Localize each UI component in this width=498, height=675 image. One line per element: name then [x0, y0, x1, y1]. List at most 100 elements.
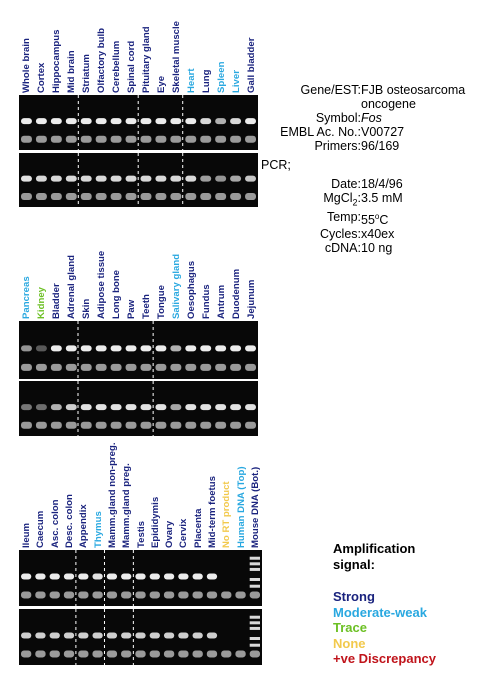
ladder-band — [249, 615, 260, 619]
gene-label: Gene/EST: — [300, 83, 361, 97]
product-band — [63, 573, 75, 580]
product-band — [245, 404, 256, 411]
primer-band — [230, 192, 242, 200]
primer-band — [249, 650, 260, 658]
product-band — [206, 573, 218, 580]
lane-label: Human DNA (Top) — [235, 466, 247, 548]
gel-svg — [19, 153, 258, 207]
lane-label: Spleen — [215, 61, 227, 93]
primer-band — [155, 192, 167, 200]
product-band — [155, 175, 167, 182]
gel-image-top-3 — [19, 550, 262, 606]
product-band — [140, 345, 152, 352]
lane-label: Jejunum — [245, 279, 257, 319]
gene-value: FJB osteosarcoma — [361, 83, 466, 97]
lane-label: Skeletal muscle — [170, 21, 182, 93]
primer-band — [200, 135, 212, 143]
product-band — [80, 175, 92, 182]
primer-band — [35, 421, 47, 429]
primer-band — [140, 192, 152, 200]
product-band — [185, 118, 197, 125]
product-band — [21, 175, 32, 182]
product-band — [95, 175, 107, 182]
product-band — [80, 118, 92, 125]
cycles-value: x40ex — [361, 226, 395, 241]
product-band — [80, 345, 92, 352]
product-band — [50, 404, 62, 411]
product-band — [35, 632, 46, 639]
product-band — [178, 632, 189, 639]
product-band — [80, 404, 92, 411]
product-band — [155, 345, 167, 352]
primer-band — [149, 591, 160, 599]
ladder-band — [249, 643, 260, 647]
primer-band — [21, 135, 32, 143]
product-band — [163, 573, 175, 580]
gel-svg — [19, 609, 262, 665]
product-band — [125, 175, 137, 182]
primer-band — [125, 363, 137, 371]
primer-band — [206, 591, 218, 599]
ladder-band — [249, 621, 260, 625]
primer-band — [135, 650, 146, 658]
lane-label: Bladder — [51, 283, 63, 319]
product-band — [185, 175, 197, 182]
gel-svg — [19, 95, 258, 150]
primer-band — [35, 650, 46, 658]
lane-label: Cervix — [178, 518, 190, 548]
legend-moderate: Moderate-weak — [333, 604, 427, 620]
temp-value: 55oC — [361, 211, 389, 227]
lane-label: Appendix — [78, 504, 90, 548]
product-band — [121, 632, 132, 639]
product-band — [215, 175, 227, 182]
lane-label: Adipose tissue — [96, 250, 108, 319]
product-band — [170, 118, 182, 125]
product-band — [155, 404, 167, 411]
product-band — [170, 175, 182, 182]
embl-label: EMBL Ac. No.: — [280, 125, 361, 139]
symbol-label: Symbol: — [315, 111, 361, 125]
product-band — [125, 118, 137, 125]
mgcl2-label: MgCl2: — [323, 191, 361, 208]
primer-band — [21, 421, 32, 429]
primer-band — [155, 363, 167, 371]
ladder-band — [249, 556, 260, 560]
primer-band — [249, 591, 260, 599]
primer-band — [95, 421, 107, 429]
primer-band — [185, 192, 197, 200]
legend-strong: Strong — [333, 589, 375, 604]
primer-band — [215, 192, 227, 200]
product-band — [65, 118, 77, 125]
lane-label: Thymus — [92, 511, 104, 548]
product-band — [35, 175, 47, 182]
product-band — [21, 573, 32, 580]
lane-label: Tongue — [155, 285, 167, 319]
primer-band — [65, 363, 77, 371]
primer-band — [206, 650, 218, 658]
gel-image-bottom-2 — [19, 381, 258, 436]
lane-label: Spinal cord — [126, 40, 138, 93]
amplification-legend: Amplification signal: Strong Moderate-we… — [333, 541, 436, 667]
cdna-value: 10 ng — [361, 240, 393, 255]
product-band — [170, 345, 182, 352]
primer-band — [80, 192, 92, 200]
primer-band — [215, 363, 227, 371]
lane-label: Olfactory bulb — [96, 27, 108, 93]
product-band — [110, 118, 122, 125]
primer-band — [135, 591, 146, 599]
primer-band — [170, 192, 182, 200]
primer-band — [121, 591, 132, 599]
primer-band — [78, 650, 89, 658]
product-band — [110, 345, 122, 352]
symbol-value: Fos — [361, 111, 382, 125]
primer-band — [245, 192, 256, 200]
product-band — [21, 404, 32, 411]
primer-band — [155, 421, 167, 429]
product-band — [78, 632, 89, 639]
date-label: Date: — [331, 177, 361, 191]
product-band — [121, 573, 132, 580]
legend-discrepancy: +ve Discrepancy — [333, 651, 436, 666]
primer-band — [110, 421, 122, 429]
primer-band — [185, 363, 197, 371]
